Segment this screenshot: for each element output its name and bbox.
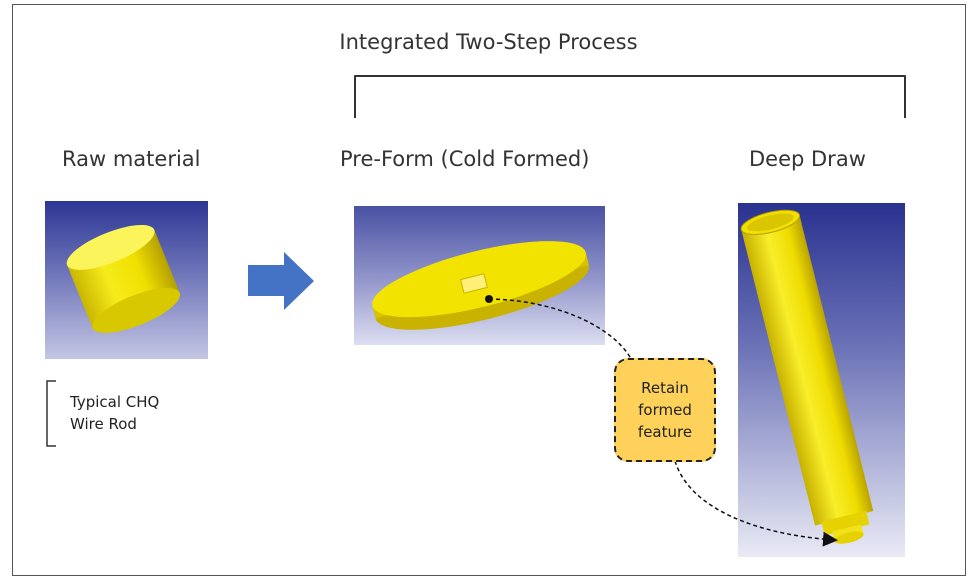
diagram-frame (12, 4, 966, 576)
dashed-connector-arrow (488, 298, 835, 540)
bracket-icon (354, 75, 906, 118)
callout-line-3: feature (637, 423, 693, 441)
note-bracket-icon (46, 380, 56, 447)
deep-draw-label: Deep Draw (749, 147, 866, 171)
callout-line-2: formed (638, 401, 692, 419)
material-note: Typical CHQ Wire Rod (70, 391, 159, 435)
process-arrow-icon (248, 252, 314, 310)
deep-draw-tube-part (740, 209, 874, 544)
note-line-1: Typical CHQ (70, 393, 160, 411)
retain-feature-callout: Retain formed feature (614, 358, 716, 462)
raw-material-label: Raw material (62, 147, 201, 171)
process-title: Integrated Two-Step Process (339, 30, 638, 54)
raw-cylinder-part (66, 224, 181, 333)
preform-disc-part (372, 241, 590, 330)
preform-label: Pre-Form (Cold Formed) (340, 147, 590, 171)
callout-line-1: Retain (641, 379, 689, 397)
note-line-2: Wire Rod (70, 415, 137, 433)
